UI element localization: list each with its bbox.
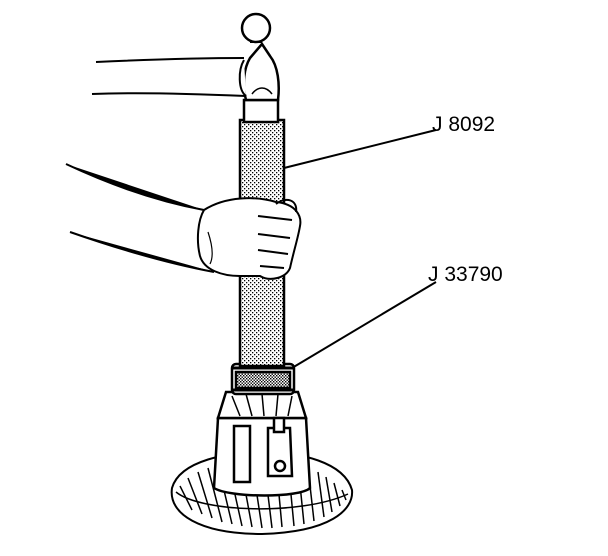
- callout-label-j33790: J 33790: [428, 263, 503, 286]
- differential-case: [212, 390, 312, 497]
- callout-label-j8092: J 8092: [432, 113, 496, 136]
- leader-line-j33790: [291, 281, 437, 369]
- leader-lines: [283, 129, 437, 369]
- bearing-installer: [230, 362, 296, 396]
- lower-hand: [65, 163, 302, 280]
- upper-hand: [91, 57, 247, 97]
- driver-handle: [238, 12, 286, 368]
- leader-line-j8092: [283, 129, 437, 169]
